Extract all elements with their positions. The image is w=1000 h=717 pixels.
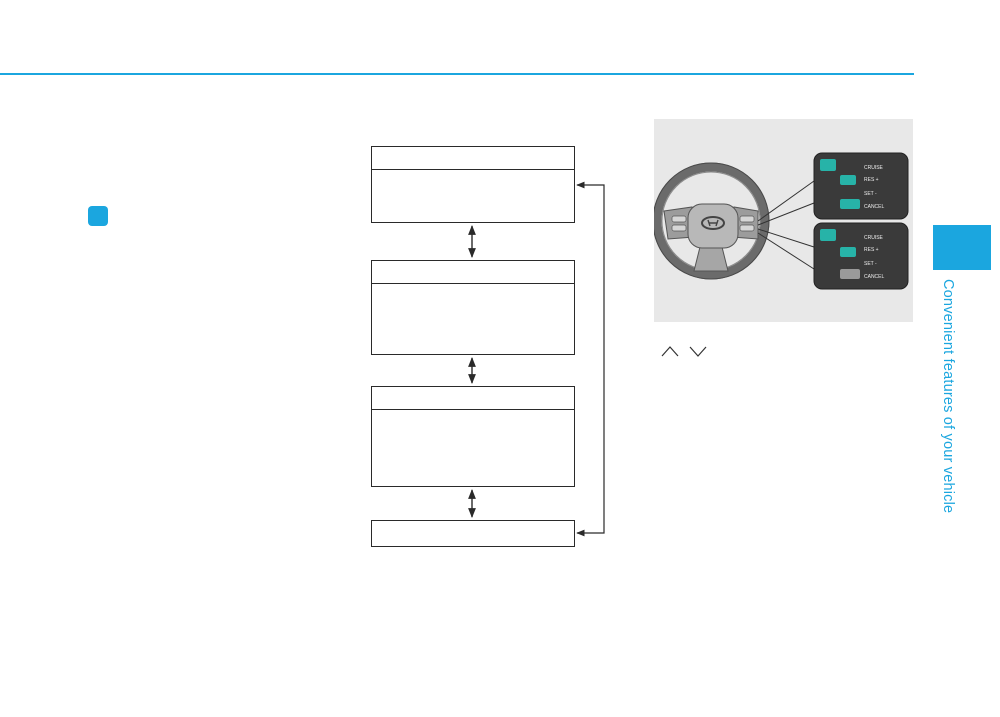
flow-box-header (372, 261, 574, 284)
steering-wheel-icon: CRUISE RES + SET - CANCEL CRUISE RES + S… (652, 152, 909, 290)
svg-text:CANCEL: CANCEL (864, 204, 885, 210)
flow-box-4 (371, 520, 575, 547)
svg-text:CRUISE: CRUISE (864, 235, 884, 241)
chevron-down-icon (689, 346, 707, 357)
flow-box-2 (371, 260, 575, 355)
chevron-up-icon (661, 346, 679, 357)
flow-box-3 (371, 386, 575, 487)
flow-box-1 (371, 146, 575, 223)
loop-arrow (576, 181, 605, 537)
section-tab (933, 225, 991, 270)
flow-box-header (372, 147, 574, 170)
info-bullet-icon (88, 206, 108, 226)
chevron-pair (661, 346, 707, 357)
section-title: Convenient features of your vehicle (940, 279, 956, 514)
header-rule (0, 73, 914, 75)
svg-text:RES +: RES + (864, 177, 879, 183)
svg-text:CANCEL: CANCEL (864, 274, 885, 280)
flow-box-header (372, 387, 574, 410)
svg-text:CRUISE: CRUISE (864, 165, 884, 171)
svg-text:SET -: SET - (864, 191, 877, 197)
svg-text:SET -: SET - (864, 261, 877, 267)
steering-wheel-figure: CRUISE RES + SET - CANCEL CRUISE RES + S… (652, 119, 913, 322)
svg-text:RES +: RES + (864, 247, 879, 253)
